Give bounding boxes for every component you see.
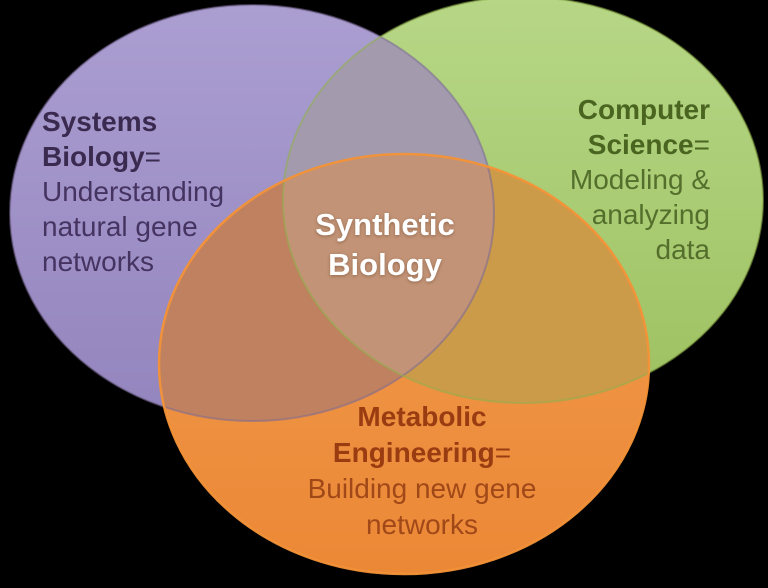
systems-biology-name: Systems xyxy=(42,106,158,137)
synthetic-biology-label: Synthetic Biology xyxy=(285,205,485,285)
overlap-center xyxy=(283,154,494,403)
computer-science-desc-line: analyzing xyxy=(591,199,710,230)
computer-science-desc-line: Modeling & xyxy=(569,164,710,195)
synthetic-biology-line: Synthetic xyxy=(315,207,455,242)
equals-sign: = xyxy=(693,129,710,160)
computer-science-name-line: Science= xyxy=(570,127,710,162)
equals-sign: = xyxy=(494,437,512,468)
systems-biology-name-line: Systems xyxy=(42,104,224,139)
overlap-center-group xyxy=(283,154,494,403)
metabolic-engineering-desc-line: networks xyxy=(365,509,479,540)
computer-science-name: Science xyxy=(587,129,694,160)
metabolic-engineering-name: Metabolic xyxy=(357,401,487,432)
computer-science-name: Computer xyxy=(577,94,710,125)
computer-science-desc-line: data xyxy=(655,234,711,265)
computer-science-name-line: Computer xyxy=(570,92,710,127)
synthetic-biology-line: Biology xyxy=(328,247,442,282)
systems-biology-label: Systems Biology= Understanding natural g… xyxy=(42,104,224,279)
metabolic-engineering-desc-line: Building new gene xyxy=(307,473,537,504)
computer-science-label: Computer Science= Modeling & analyzing d… xyxy=(570,92,710,267)
metabolic-engineering-name-line: Engineering= xyxy=(262,435,582,471)
equals-sign: = xyxy=(144,141,162,172)
systems-biology-circle-rim xyxy=(9,4,495,422)
computer-science-circle-rim xyxy=(282,0,764,404)
systems-biology-desc-line: Understanding xyxy=(42,176,225,207)
metabolic-engineering-name-line: Metabolic xyxy=(262,399,582,435)
metabolic-engineering-label: Metabolic Engineering= Building new gene… xyxy=(262,399,582,543)
systems-biology-name: Biology xyxy=(42,141,145,172)
systems-biology-desc-line: natural gene xyxy=(42,211,198,242)
metabolic-engineering-name: Engineering xyxy=(332,437,495,468)
systems-biology-name-line: Biology= xyxy=(42,139,224,174)
systems-biology-desc-line: networks xyxy=(42,246,155,277)
metabolic-engineering-circle-rim xyxy=(157,152,651,576)
